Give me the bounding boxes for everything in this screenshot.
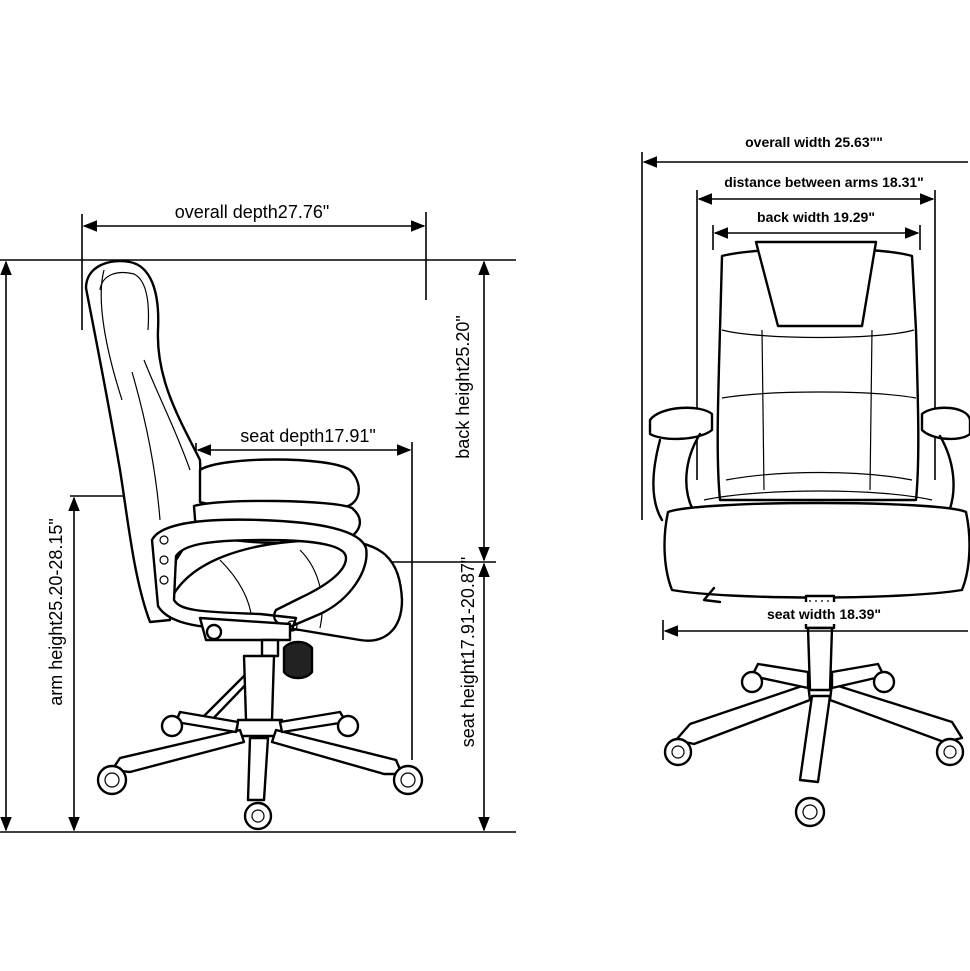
back-height-dimension: back height25.20" xyxy=(453,260,490,562)
front-view: overall width 25.63"" distance between a… xyxy=(641,134,970,828)
side-view: overall depth27.76" seat depth17.91" bac… xyxy=(0,202,516,833)
seat-height-dimension: seat height17.91-20.87" xyxy=(458,557,490,832)
back-width-dimension: back width 19.29" xyxy=(712,209,921,250)
overall-width-dimension: overall width 25.63"" xyxy=(641,134,968,520)
chair-side-drawing xyxy=(84,259,424,831)
seat-width-dimension: seat width 18.39" xyxy=(662,602,968,640)
seat-depth-dimension: seat depth17.91" xyxy=(195,426,413,760)
back-width-label: back width 19.29" xyxy=(757,209,875,225)
seat-width-label: seat width 18.39" xyxy=(767,606,881,622)
back-height-label: back height25.20" xyxy=(453,315,473,459)
seat-height-label: seat height17.91-20.87" xyxy=(458,557,478,748)
distance-between-arms-label: distance between arms 18.31" xyxy=(724,174,924,190)
seat-depth-label: seat depth17.91" xyxy=(240,426,376,446)
arm-height-dimension: arm height25.20-28.15" xyxy=(46,496,80,832)
overall-width-label: overall width 25.63"" xyxy=(745,134,883,150)
overall-depth-label: overall depth27.76" xyxy=(175,202,330,222)
overall-depth-dimension: overall depth27.76" xyxy=(81,202,427,330)
chair-front-drawing xyxy=(648,240,970,828)
arm-height-label: arm height25.20-28.15" xyxy=(46,518,66,706)
